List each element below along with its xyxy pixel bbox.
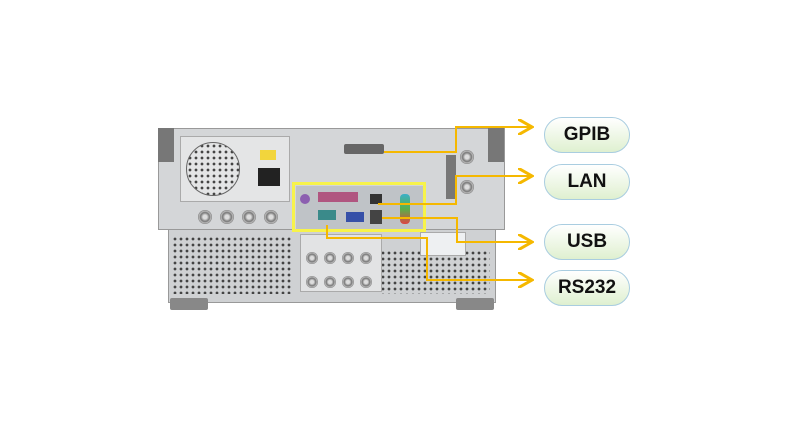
bnc-connector	[324, 276, 336, 288]
rf-connector	[220, 210, 234, 224]
ps2-port	[300, 194, 310, 204]
bnc-connector	[360, 276, 372, 288]
fan-grille	[186, 142, 240, 196]
usb-ports	[370, 210, 382, 224]
lan-label: LAN	[544, 164, 630, 200]
label-sticker	[420, 232, 466, 256]
bnc-connector	[342, 252, 354, 264]
vent-grille-left	[172, 236, 292, 294]
rs232-arrow	[326, 225, 530, 280]
bnc-connector	[306, 252, 318, 264]
gpib-connector	[344, 144, 384, 154]
usb-arrow	[382, 217, 530, 242]
serial-port	[318, 210, 336, 220]
rf-connector	[242, 210, 256, 224]
gpib-label: GPIB	[544, 117, 630, 153]
usb-label: USB	[544, 224, 630, 260]
audio-jacks	[400, 194, 410, 224]
lan-arrow	[378, 176, 530, 205]
foot-right	[456, 298, 494, 310]
ext-trigger-connector	[460, 150, 474, 164]
vga-port	[346, 212, 364, 222]
gpib-arrow	[384, 127, 530, 153]
vent-grille-right	[380, 250, 490, 294]
parallel-port	[318, 192, 358, 202]
lan-port	[370, 194, 382, 204]
foot-left	[170, 298, 208, 310]
corner-left	[158, 128, 174, 162]
bnc-connector	[306, 276, 318, 288]
corner-right	[488, 128, 504, 162]
rs232-label: RS232	[544, 270, 630, 306]
fuse-label	[260, 150, 276, 160]
bnc-connector	[342, 276, 354, 288]
power-inlet	[258, 168, 280, 186]
gpib-side-connector	[446, 155, 456, 199]
rf-connector	[198, 210, 212, 224]
highlight-box	[292, 182, 426, 232]
ext-ref-connector	[460, 180, 474, 194]
bnc-connector	[360, 252, 372, 264]
bnc-connector	[324, 252, 336, 264]
rf-connector	[264, 210, 278, 224]
